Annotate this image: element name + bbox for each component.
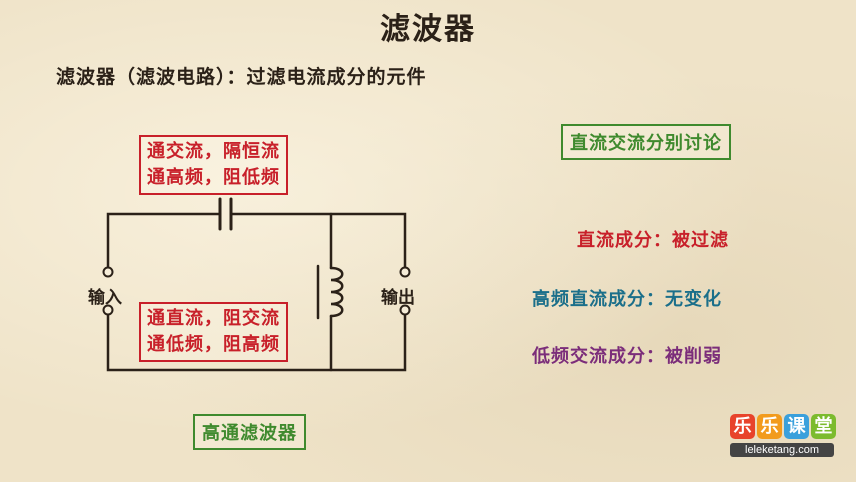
logo-url: leleketang.com xyxy=(730,443,834,457)
inductor-coil xyxy=(329,266,344,318)
inductor-property-line-2: 通低频，阻高频 xyxy=(147,334,280,355)
capacitor-property-line-2: 通高频，阻低频 xyxy=(147,167,280,188)
inductor-property-box: 通直流，阻交流 通低频，阻高频 xyxy=(139,302,288,362)
wire-top-left xyxy=(106,212,222,269)
result-dc-component: 直流成分：被过滤 xyxy=(577,230,729,251)
logo-char-1: 乐 xyxy=(730,414,755,439)
input-terminal-bottom xyxy=(102,304,114,316)
logo-char-4: 堂 xyxy=(811,414,836,439)
result-low-frequency-component: 低频交流成分：被削弱 xyxy=(532,346,722,367)
input-terminal-top xyxy=(102,266,114,278)
output-terminal-top xyxy=(399,266,411,278)
output-label: 输出 xyxy=(381,288,415,308)
input-label: 输入 xyxy=(88,288,122,308)
result-high-frequency-component: 高频直流成分：无变化 xyxy=(532,289,722,310)
discussion-label-box: 直流交流分别讨论 xyxy=(561,124,731,160)
definition-text: 滤波器（滤波电路）：过滤电流成分的元件 xyxy=(56,66,427,88)
output-terminal-bottom xyxy=(399,304,411,316)
wire-bottom xyxy=(106,312,407,372)
wire-top-right xyxy=(229,212,407,269)
capacitor-property-line-1: 通交流，隔恒流 xyxy=(147,141,280,162)
capacitor-property-box: 通交流，隔恒流 通高频，阻低频 xyxy=(139,135,288,195)
filter-name-box: 高通滤波器 xyxy=(193,414,306,450)
page-title: 滤波器 xyxy=(380,12,476,47)
logo-char-2: 乐 xyxy=(757,414,782,439)
inductor-property-line-1: 通直流，阻交流 xyxy=(147,308,280,329)
leleketang-logo: 乐 乐 课 堂 leleketang.com xyxy=(730,414,840,462)
logo-char-3: 课 xyxy=(784,414,809,439)
